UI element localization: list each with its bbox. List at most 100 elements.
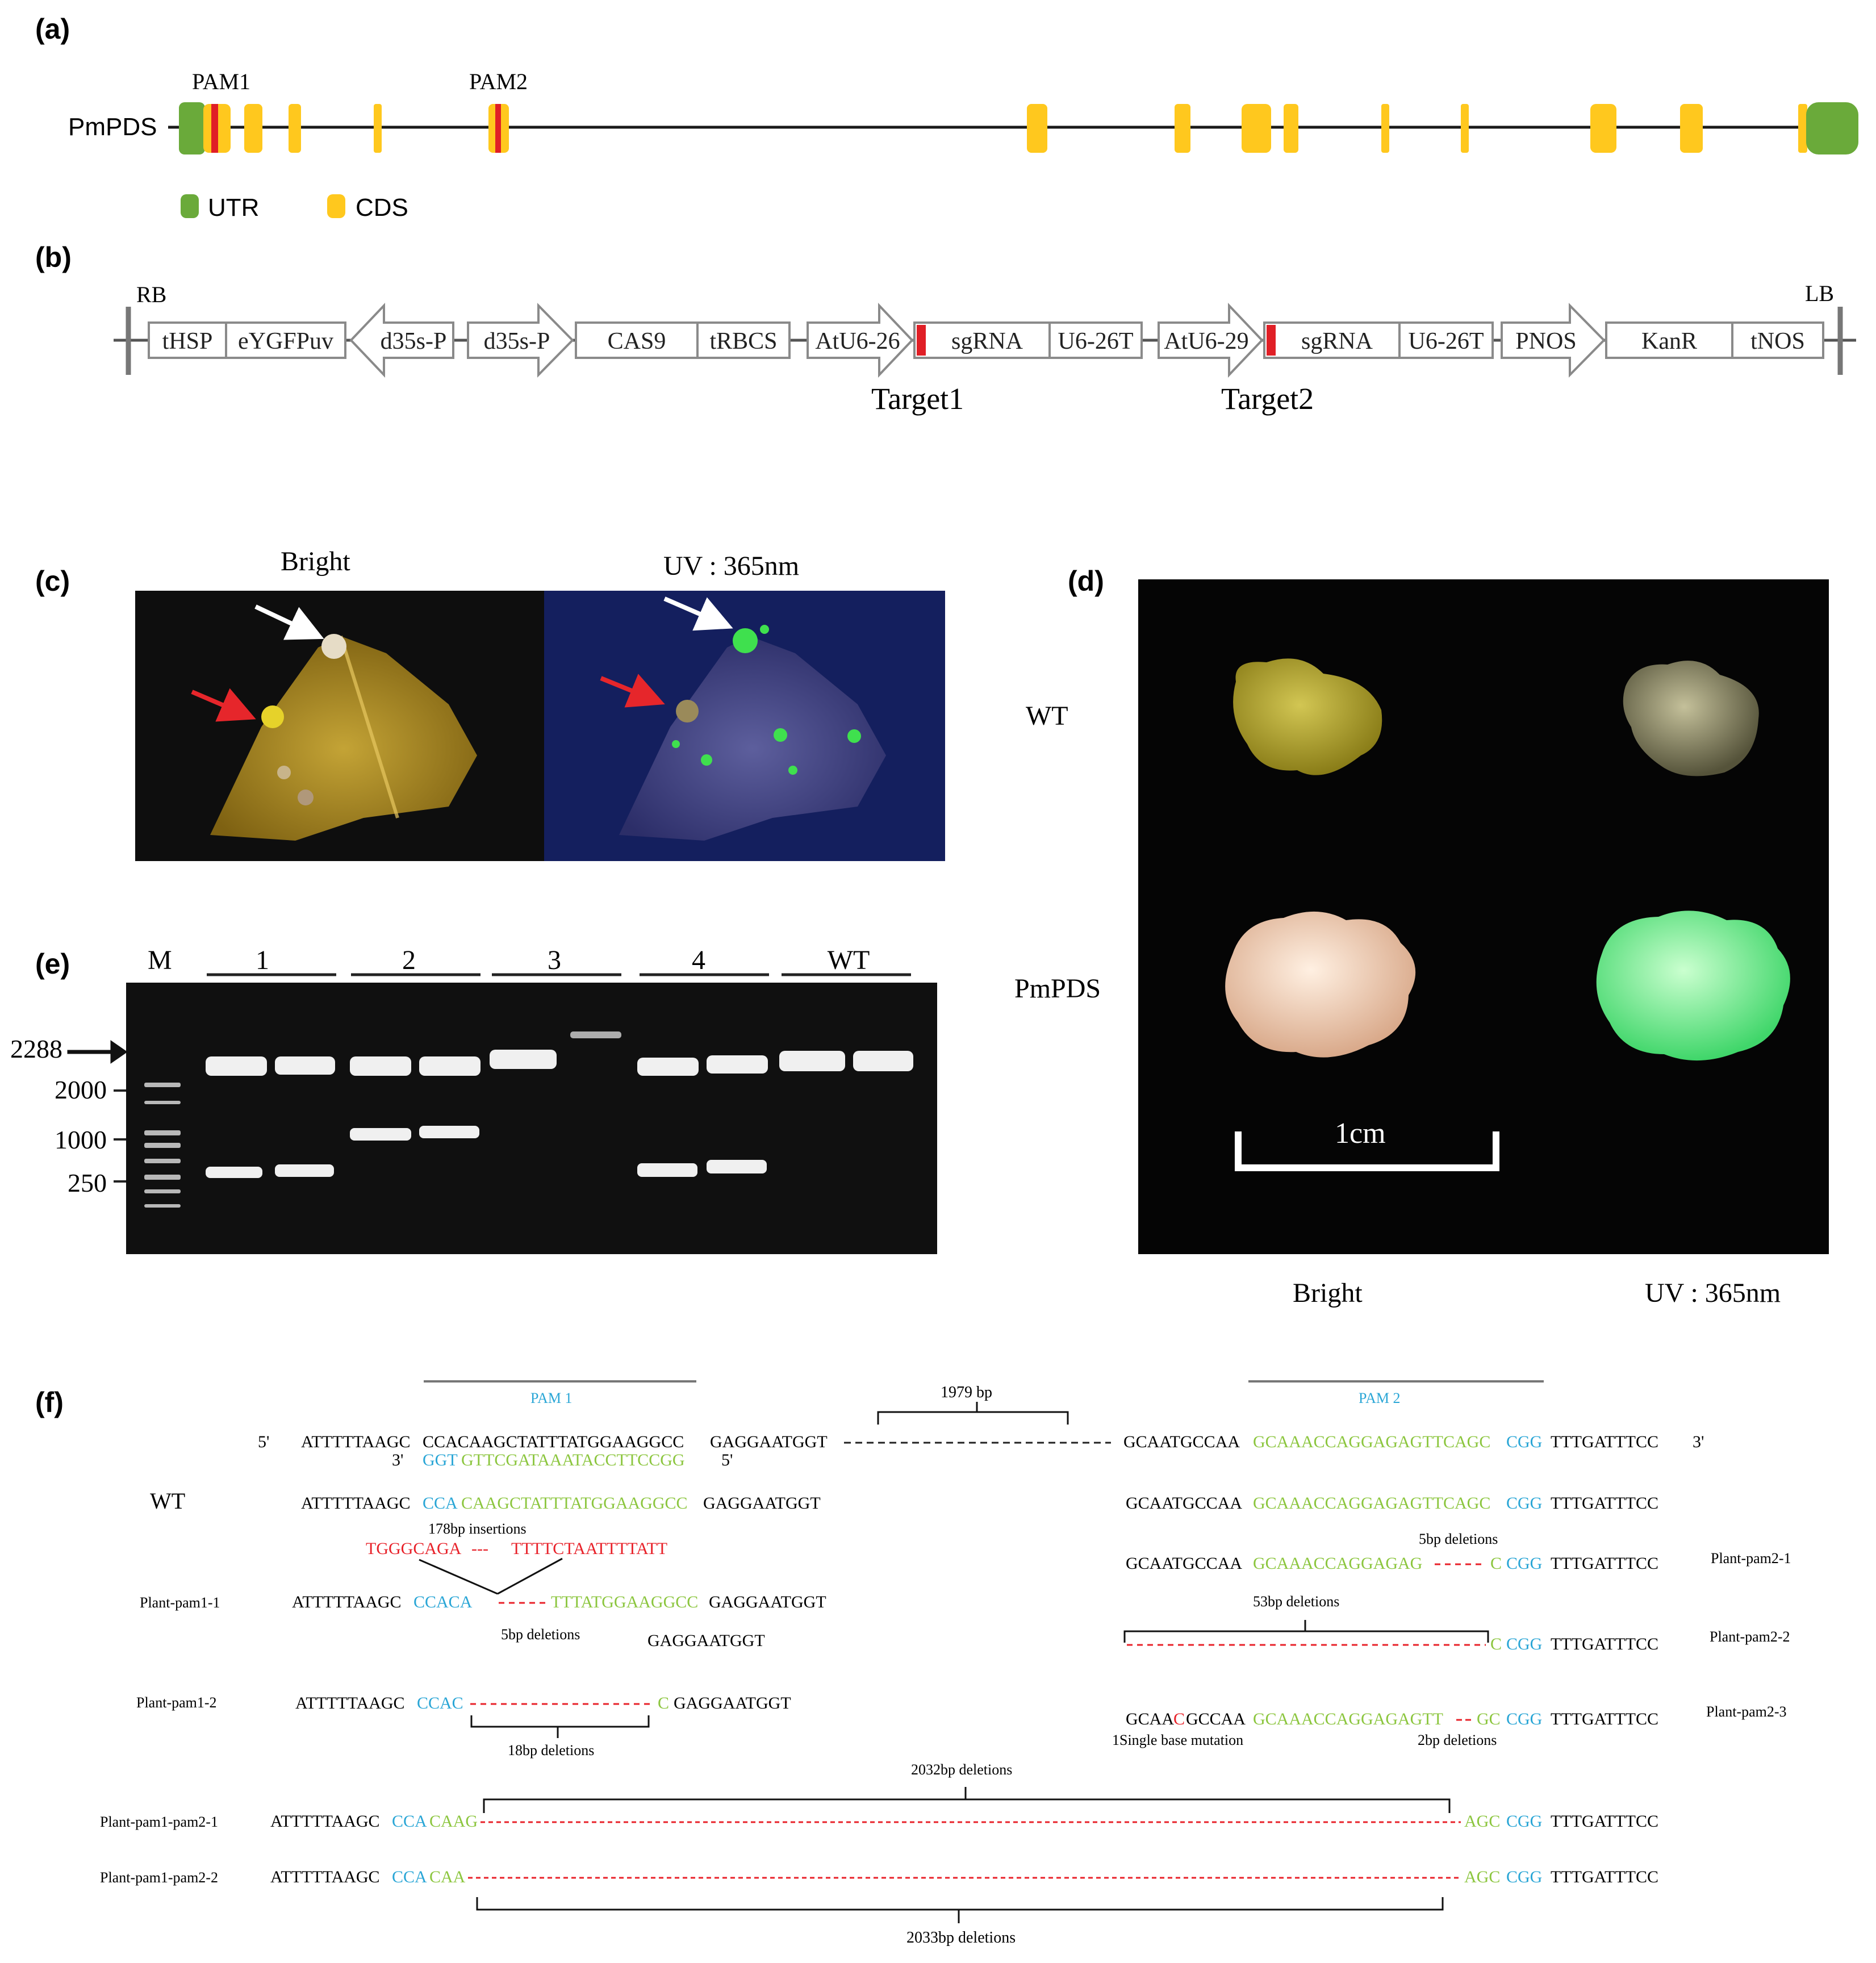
pp1-e: CGG (1506, 1812, 1542, 1831)
seq-top-e: GCAAACCAGGAGAGTTCAGC (1253, 1432, 1490, 1451)
box-u6-26t-2 (1398, 321, 1494, 359)
p12-c: C (658, 1694, 669, 1713)
label-plant-pam1-pam2-1: Plant-pam1-pam2-1 (100, 1814, 218, 1830)
label-plant-pam2-2: Plant-pam2-2 (1710, 1628, 1790, 1645)
wt-row-label: WT (1026, 701, 1068, 731)
p23-b: C (1173, 1710, 1185, 1728)
exon-7 (1175, 104, 1190, 153)
p21-d: CGG (1506, 1554, 1542, 1573)
pam1-label: PAM1 (192, 69, 250, 94)
size-1000: 1000 (55, 1125, 107, 1154)
size-2000: 2000 (55, 1075, 107, 1104)
p21-c: C (1490, 1554, 1502, 1573)
arrow-pnos (1501, 303, 1606, 378)
panel-c: (c) Bright UV : 365nm (35, 546, 945, 861)
gene-name: PmPDS (68, 113, 157, 141)
seq-top-g: TTTGATTTCC (1551, 1432, 1658, 1451)
utr-3prime (1806, 102, 1858, 154)
pmpds-row-label: PmPDS (1014, 974, 1101, 1004)
target1-label: Target1 (871, 382, 964, 416)
bright-caption-d: Bright (1293, 1278, 1363, 1308)
single-mutation-label: 1Single base mutation (1112, 1732, 1243, 1748)
legend-utr-label: UTR (208, 194, 259, 222)
p3-bottom: 3' (392, 1451, 403, 1469)
pp1-c: CAAG (429, 1812, 478, 1831)
panel-b: (b) RB LB tHSP eYGFPuv d35s (35, 241, 1856, 416)
target-site-1 (211, 104, 218, 153)
uv-caption-d: UV : 365nm (1645, 1278, 1781, 1308)
label-sgrna-2: sgRNA (1301, 328, 1373, 354)
del2033-label: 2033bp deletions (906, 1929, 1016, 1947)
pp1-a: ATTTTTAAGC (270, 1812, 380, 1831)
panel-label-a: (a) (35, 13, 70, 45)
lb-label: LB (1805, 281, 1834, 306)
gap-length: 1979 bp (941, 1384, 992, 1401)
p11-e: GAGGAATGGT (647, 1631, 765, 1650)
pp2-c: CAA (429, 1868, 466, 1886)
pp2-f: TTTGATTTCC (1551, 1868, 1658, 1886)
p21-a: GCAATGCCAA (1126, 1554, 1242, 1573)
lane-2-label: 2 (402, 945, 416, 975)
del5-label: 5bp deletions (1419, 1531, 1498, 1547)
p23-f: CGG (1506, 1710, 1542, 1728)
legend-utr-swatch (181, 194, 199, 218)
wt-label-f: WT (150, 1488, 185, 1514)
pp1-f: TTTGATTTCC (1551, 1812, 1658, 1831)
label-trbcs: tRBCS (709, 328, 777, 354)
del5-label-b: 5bp deletions (501, 1626, 580, 1643)
panel-label-b: (b) (35, 241, 72, 273)
pam2-header: PAM 2 (1359, 1390, 1400, 1406)
label-d35s-2: d35s-P (484, 328, 550, 354)
seq-top-b: CCACAAGCTATTTATGGAAGGCC (423, 1432, 684, 1451)
pp1-b: CCA (392, 1812, 427, 1831)
p23-g: TTTGATTTCC (1551, 1710, 1658, 1728)
lane-wt-label: WT (828, 945, 870, 975)
p22-b: CGG (1506, 1635, 1542, 1653)
wt-b: CCA (423, 1494, 458, 1513)
exon-3 (289, 104, 301, 153)
del53-label: 53bp deletions (1253, 1593, 1339, 1610)
label-atu6-26: AtU6-26 (815, 328, 900, 354)
label-plant-pam1-1: Plant-pam1-1 (140, 1594, 220, 1611)
p11-c: TTTATGGAAGGCC (551, 1593, 698, 1611)
callus-wt-bright (1233, 658, 1382, 775)
del2032-label: 2032bp deletions (911, 1761, 1012, 1778)
p11-b: CCACA (413, 1593, 473, 1611)
label-cas9: CAS9 (608, 328, 666, 354)
target-site-2 (495, 104, 501, 153)
panel-label-e: (e) (35, 948, 70, 980)
seq-top-d: GCAATGCCAA (1123, 1432, 1240, 1451)
panel-label-c: (c) (35, 565, 70, 597)
wt-d: GAGGAATGGT (703, 1494, 821, 1513)
scale-bar-label: 1cm (1335, 1117, 1386, 1150)
label-sgrna-1: sgRNA (951, 328, 1023, 354)
lane-3-label: 3 (548, 945, 561, 975)
pp2-d: AGC (1464, 1868, 1500, 1886)
exon-9 (1284, 104, 1298, 153)
ins-label: 178bp insertions (428, 1521, 527, 1537)
arrow-2288 (67, 1040, 128, 1064)
box-trbcs (696, 321, 791, 359)
p12-a: ATTTTTAAGC (295, 1694, 405, 1713)
panel-d: (d) WT PmPDS 1cm Bright UV : 365nm (1014, 565, 1829, 1308)
panel-label-f: (f) (35, 1386, 64, 1418)
label-atu6-29: AtU6-29 (1164, 328, 1248, 354)
p11-d: GAGGAATGGT (709, 1593, 826, 1611)
ins-a: TGGGCAGA (366, 1539, 462, 1558)
legend-cds-label: CDS (356, 194, 408, 222)
callus-pmpds-bright (1225, 911, 1416, 1058)
label-plant-pam2-3: Plant-pam2-3 (1706, 1703, 1787, 1720)
lane-4-label: 4 (692, 945, 705, 975)
legend-cds-swatch (327, 194, 345, 218)
wt-h: TTTGATTTCC (1551, 1494, 1658, 1513)
exon-6 (1027, 104, 1047, 153)
label-u6-26t-2: U6-26T (1409, 328, 1484, 354)
box-eygfpuv (225, 321, 346, 359)
p5-top: 5' (258, 1432, 269, 1451)
seq-bot-a: GGT (423, 1451, 458, 1469)
p11-a: ATTTTTAAGC (292, 1593, 402, 1611)
exon-13 (1680, 104, 1703, 153)
gel-bands (206, 1031, 913, 1178)
rb-label: RB (136, 282, 166, 307)
label-plant-pam2-1: Plant-pam2-1 (1711, 1550, 1791, 1567)
